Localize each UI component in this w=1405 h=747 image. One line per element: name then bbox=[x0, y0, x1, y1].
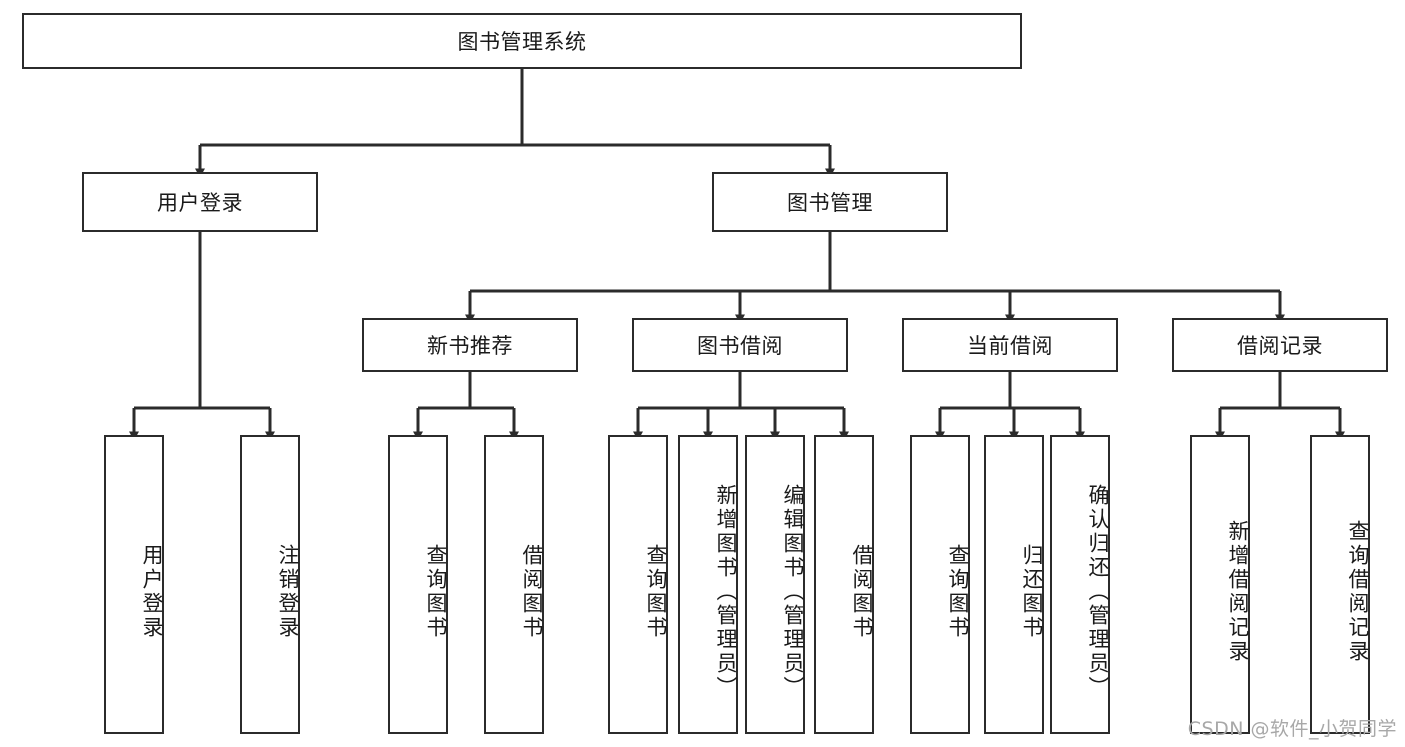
node-leaf-borrow-2[interactable]: 借阅图书 bbox=[814, 435, 874, 734]
node-leaf-logout[interactable]: 注销登录 bbox=[240, 435, 300, 734]
node-label: 新增借阅记录 bbox=[1226, 519, 1250, 664]
node-current-borrow[interactable]: 当前借阅 bbox=[902, 318, 1118, 372]
node-label: 新增图书（管理员） bbox=[714, 483, 738, 700]
node-label: 图书管理系统 bbox=[457, 30, 587, 54]
node-root[interactable]: 图书管理系统 bbox=[22, 13, 1022, 69]
node-leaf-return[interactable]: 归还图书 bbox=[984, 435, 1044, 734]
node-label: 借阅图书 bbox=[850, 543, 874, 640]
node-leaf-query-rec[interactable]: 查询借阅记录 bbox=[1310, 435, 1370, 734]
node-user-login[interactable]: 用户登录 bbox=[82, 172, 318, 232]
watermark-text: CSDN @软件_小贺同学 bbox=[1187, 718, 1397, 740]
node-new-book-rec[interactable]: 新书推荐 bbox=[362, 318, 578, 372]
node-leaf-user-login[interactable]: 用户登录 bbox=[104, 435, 164, 734]
node-label: 借阅图书 bbox=[520, 543, 544, 640]
node-label: 归还图书 bbox=[1020, 543, 1044, 640]
node-leaf-query-3[interactable]: 查询图书 bbox=[910, 435, 970, 734]
node-leaf-edit-book[interactable]: 编辑图书（管理员） bbox=[745, 435, 805, 734]
node-label: 用户登录 bbox=[140, 543, 164, 640]
node-label: 用户登录 bbox=[157, 191, 243, 215]
node-label: 查询图书 bbox=[644, 543, 668, 640]
node-label: 当前借阅 bbox=[967, 334, 1053, 358]
node-label: 查询图书 bbox=[424, 543, 448, 640]
node-label: 借阅记录 bbox=[1237, 334, 1323, 358]
node-label: 图书借阅 bbox=[697, 334, 783, 358]
node-leaf-query-1[interactable]: 查询图书 bbox=[388, 435, 448, 734]
node-label: 注销登录 bbox=[276, 543, 300, 640]
node-label: 编辑图书（管理员） bbox=[781, 483, 805, 700]
node-book-borrow[interactable]: 图书借阅 bbox=[632, 318, 848, 372]
node-leaf-confirm[interactable]: 确认归还（管理员） bbox=[1050, 435, 1110, 734]
node-book-manage[interactable]: 图书管理 bbox=[712, 172, 948, 232]
node-label: 确认归还（管理员） bbox=[1086, 483, 1110, 700]
node-label: 查询图书 bbox=[946, 543, 970, 640]
node-leaf-query-2[interactable]: 查询图书 bbox=[608, 435, 668, 734]
node-label: 新书推荐 bbox=[427, 334, 513, 358]
node-label: 查询借阅记录 bbox=[1346, 519, 1370, 664]
node-leaf-add-book[interactable]: 新增图书（管理员） bbox=[678, 435, 738, 734]
node-borrow-record[interactable]: 借阅记录 bbox=[1172, 318, 1388, 372]
node-leaf-borrow-1[interactable]: 借阅图书 bbox=[484, 435, 544, 734]
node-label: 图书管理 bbox=[787, 191, 873, 215]
node-leaf-add-rec[interactable]: 新增借阅记录 bbox=[1190, 435, 1250, 734]
